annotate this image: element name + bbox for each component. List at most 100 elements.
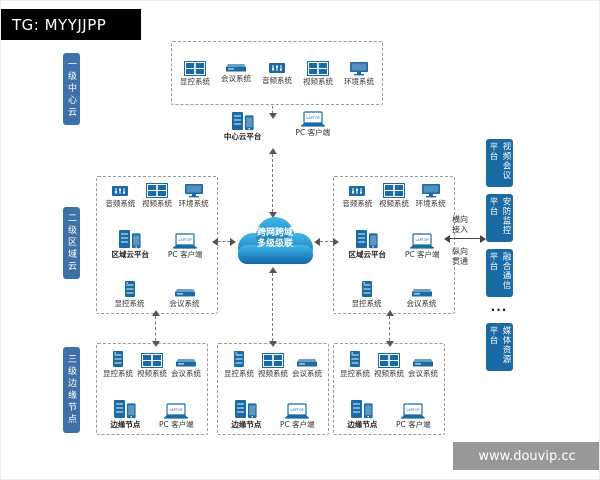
device-label: 视频系统 — [258, 369, 288, 378]
cloud-label: 跨网跨域 多级级联 — [256, 228, 293, 249]
vertical-through-label: 纵向贯通 — [452, 247, 468, 266]
audio-icon — [348, 184, 366, 198]
device-label: 会议系统 — [406, 298, 437, 308]
device-label: PC 客户端 — [404, 249, 440, 259]
device-label: 音频系统 — [262, 76, 292, 86]
device-label: 会议系统 — [292, 369, 322, 378]
arrow-right-regional-to-edge — [385, 310, 394, 347]
server-rack-icon — [112, 350, 124, 368]
device-label: 会议系统 — [171, 369, 201, 378]
arrow-left-regional-to-edge — [151, 310, 160, 347]
device-item: 环境系统 — [344, 61, 374, 86]
edge-node-platform: 边缘节点 — [110, 399, 140, 429]
device-label: 中心云平台 — [223, 132, 262, 141]
laptop-icon: LAPTOP — [284, 402, 310, 419]
device-item: 会议系统 — [171, 358, 201, 378]
device-label: 区域云平台 — [111, 249, 149, 259]
device-item: 显控系统 — [103, 350, 133, 378]
laptop-icon: LAPTOP — [172, 233, 198, 249]
device-item: 显控系统 — [180, 60, 210, 86]
video-wall-icon — [184, 60, 206, 76]
device-label: 区域云平台 — [348, 249, 386, 259]
device-label: 显控系统 — [224, 369, 254, 378]
central-systems-group: 显控系统 会议系统音频系统 视频系统环境系统 — [171, 41, 383, 105]
device-item: 会议系统 — [407, 288, 437, 308]
level-tag-central-cloud: 一级中心云 — [63, 53, 80, 125]
device-label: 音频系统 — [105, 199, 136, 208]
server-rack-icon — [361, 280, 373, 298]
conference-icon — [225, 63, 247, 73]
arrow-cloud-to-middle-edge — [268, 267, 277, 347]
device-item: 视频系统 — [142, 183, 172, 208]
video-wall-icon — [262, 353, 284, 368]
device-label: 视频系统 — [137, 369, 167, 378]
laptop-icon: LAPTOP — [409, 233, 435, 249]
device-label: 边缘节点 — [231, 419, 262, 429]
svg-text:LAPTOP: LAPTOP — [416, 238, 429, 242]
edge-node-platform: 边缘节点 — [347, 399, 377, 429]
device-label: 边缘节点 — [110, 419, 141, 429]
device-item: 边缘节点 — [231, 399, 261, 429]
device-item: 音频系统 — [105, 184, 135, 208]
conference-icon — [175, 358, 197, 368]
device-label: 显控系统 — [180, 76, 210, 86]
laptop-icon: LAPTOP — [300, 111, 326, 127]
device-label: 视频系统 — [141, 199, 172, 208]
right-platform-box: 视频会议平台 — [485, 139, 513, 187]
device-item: 中心云平台 — [223, 111, 262, 141]
device-item: 边缘节点 — [347, 399, 377, 429]
device-item: LAPTOP PC 客户端 — [168, 233, 203, 259]
edge-node-platform: 边缘节点 — [231, 399, 261, 429]
conference-icon — [411, 288, 433, 298]
arrow-cloud-to-left-regional — [212, 237, 236, 246]
monitor-icon — [349, 61, 369, 76]
server-rack-icon — [233, 350, 245, 368]
device-item: 视频系统 — [379, 183, 409, 208]
device-item: 会议系统 — [221, 63, 251, 83]
device-item: 视频系统 — [258, 353, 288, 378]
level-tag-regional-cloud: 二级区域云 — [63, 207, 80, 279]
device-label: PC 客户端 — [167, 249, 203, 259]
video-wall-icon — [145, 183, 168, 198]
device-label: 环境系统 — [344, 76, 374, 86]
device-item: 环境系统 — [416, 183, 446, 208]
audio-icon — [111, 184, 129, 198]
svg-text:LAPTOP: LAPTOP — [170, 408, 183, 412]
server-phone-icon — [230, 111, 256, 131]
device-item: LAPTOP PC 客户端 — [405, 233, 440, 259]
device-label: 视频系统 — [374, 369, 404, 378]
platform-ellipsis: ··· — [490, 303, 508, 317]
conference-icon — [296, 358, 318, 368]
device-item: 显控系统 — [224, 350, 254, 378]
level-tag-edge-nodes: 三级边缘节点 — [63, 347, 80, 433]
server-phone-icon — [349, 399, 375, 419]
laptop-icon: LAPTOP — [163, 402, 189, 419]
video-wall-icon — [141, 353, 163, 368]
svg-text:LAPTOP: LAPTOP — [179, 238, 192, 242]
device-item: 视频系统 — [303, 60, 333, 86]
video-wall-icon — [307, 60, 329, 76]
svg-text:LAPTOP: LAPTOP — [291, 408, 304, 412]
tg-watermark: TG: MYYJJPP — [1, 9, 141, 40]
device-label: 环境系统 — [178, 199, 209, 208]
device-item: 区域云平台 — [111, 229, 149, 259]
device-item: 边缘节点 — [110, 399, 140, 429]
central-cloud-platform: 中心云平台 — [223, 111, 262, 141]
server-phone-icon — [233, 399, 259, 419]
video-wall-icon — [382, 183, 405, 198]
device-item: 会议系统 — [292, 358, 322, 378]
arrow-platform-to-cloud — [268, 148, 277, 218]
conference-icon — [412, 358, 434, 368]
device-label: 音频系统 — [342, 199, 373, 208]
device-label: 显控系统 — [114, 298, 145, 308]
